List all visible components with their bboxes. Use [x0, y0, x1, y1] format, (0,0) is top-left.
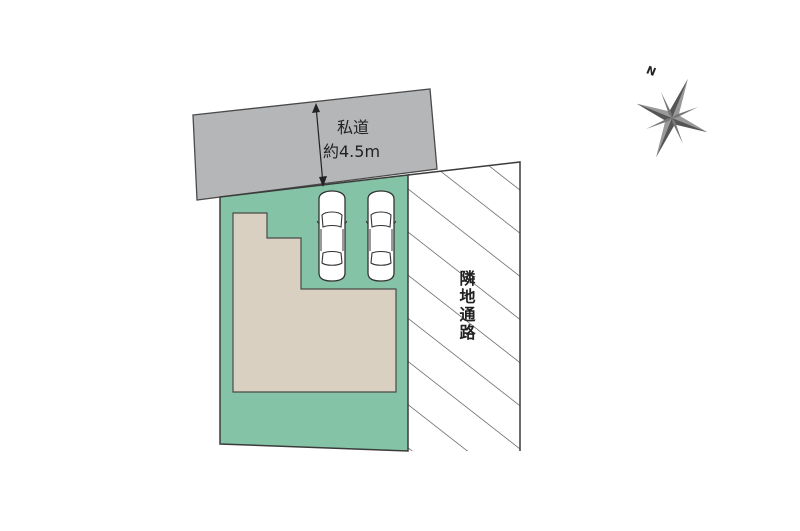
building-footprint: [232, 212, 397, 393]
car-2: [365, 190, 397, 282]
car-1: [316, 190, 348, 282]
compass-rose: [636, 79, 708, 157]
road-label: 私道: [337, 118, 369, 137]
road-width-label: 約4.5m: [323, 142, 380, 161]
neighbor-passage: 隣地通路: [407, 161, 521, 451]
road-width-dimension: 私道 約4.5m: [312, 103, 380, 187]
north-label: N: [644, 63, 657, 79]
private-road: [192, 88, 438, 201]
parking-cars: [316, 190, 397, 282]
neighbor-passage-label: 隣地通路: [457, 269, 476, 342]
